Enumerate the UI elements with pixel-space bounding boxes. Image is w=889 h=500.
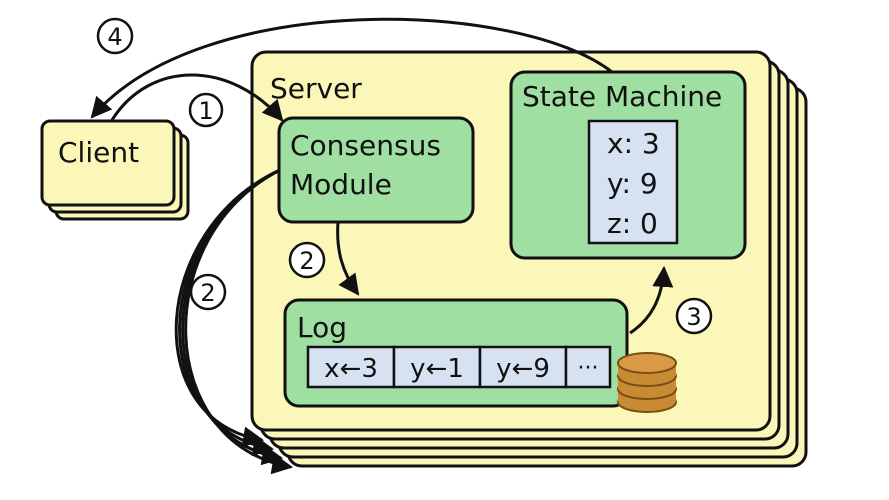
state-machine: State Machine x: 3 y: 9 z: 0 [509,70,747,260]
log-entry-cell [392,345,482,389]
svg-text:1: 1 [198,97,213,125]
step-marker-1: 1 [188,92,224,128]
state-machine-title: State Machine [522,80,722,113]
log: Log x←3 y←1 y←9 ··· [283,298,629,408]
arrows [90,17,674,475]
state-var-z: z: 0 [607,207,658,240]
step-marker-2-peers: 2 [189,273,227,311]
client-label: Client [58,136,139,169]
log-entry-cell [564,345,612,389]
arrow-client-to-consensus [110,73,284,122]
consensus-label-line2: Module [290,168,392,201]
step-marker-3: 3 [675,297,713,335]
arrow-consensus-to-log [336,221,360,296]
log-entry-2: y←1 [410,354,464,384]
arrow-consensus-to-peers [174,168,294,475]
disk-storage-icon [617,352,677,413]
log-entry-cell [478,345,568,389]
state-var-x: x: 3 [607,127,660,160]
log-entry-3: y←9 [496,354,550,384]
svg-text:4: 4 [107,23,122,51]
state-var-y: y: 9 [607,167,658,200]
log-entry-more: ··· [578,356,599,381]
client-stack: Client [40,119,190,221]
arrow-log-to-statemachine [629,265,674,335]
log-entry-1: x←3 [324,354,378,384]
log-title: Log [297,311,347,344]
step-marker-4: 4 [96,17,134,55]
log-entries: x←3 y←1 y←9 ··· [306,345,612,389]
svg-text:2: 2 [200,279,215,307]
client-box [40,119,176,207]
step-markers: 1 4 2 2 3 [96,17,713,335]
server-label: Server [270,72,362,105]
consensus-label-line1: Consensus [290,129,441,162]
step-marker-2-log: 2 [288,241,326,279]
log-entry-cell [306,345,396,389]
consensus-module: Consensus Module [277,116,475,224]
arrow-statemachine-to-client [90,17,613,119]
state-vars-box [587,119,679,245]
svg-text:2: 2 [299,247,314,275]
svg-text:3: 3 [686,303,701,331]
